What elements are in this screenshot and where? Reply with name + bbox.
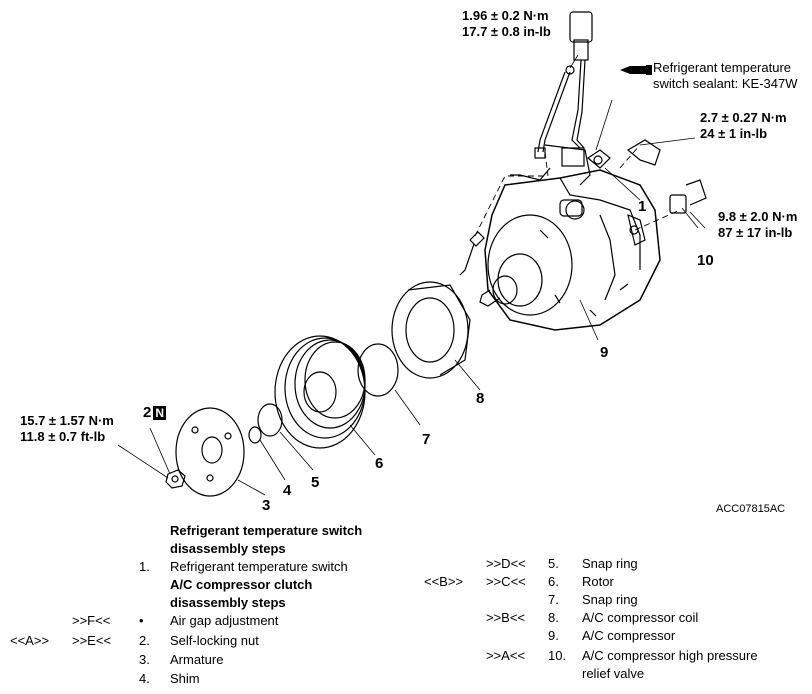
step-3-text: Armature bbox=[170, 652, 224, 667]
torque-label-1: 1.96 ± 0.2 N·m 17.7 ± 0.8 in-lb bbox=[462, 8, 551, 40]
ref-mark-D: >>D<< bbox=[486, 556, 526, 571]
torque-value: 1.96 ± 0.2 N·m bbox=[462, 8, 549, 23]
step-1-number: 1. bbox=[139, 559, 150, 574]
step-2-text: Self-locking nut bbox=[170, 633, 259, 648]
heading-clutch-line1: A/C compressor clutch bbox=[170, 577, 313, 592]
switch-clip bbox=[626, 139, 661, 166]
armature bbox=[175, 407, 245, 497]
torque-label-3: 9.8 ± 2.0 N·m 87 ± 17 in-lb bbox=[718, 209, 797, 241]
ref-mark-A-removal: <<A>> bbox=[10, 633, 50, 648]
torque-value: 24 ± 1 in-lb bbox=[700, 126, 768, 141]
ref-mark-B-removal: <<B>> bbox=[424, 574, 464, 589]
callout-7: 7 bbox=[422, 431, 431, 448]
heading-switch-line1: Refrigerant temperature switch bbox=[170, 523, 363, 538]
bullet: • bbox=[139, 613, 144, 628]
snap-ring-7 bbox=[357, 343, 399, 397]
sealant-line: Refrigerant temperature bbox=[653, 60, 792, 75]
compressor-body bbox=[479, 169, 661, 331]
callout-10: 10 bbox=[697, 252, 714, 269]
relief-valve bbox=[669, 194, 687, 214]
torque-value: 2.7 ± 0.27 N·m bbox=[700, 110, 787, 125]
step-3-number: 3. bbox=[139, 652, 150, 667]
step-10-text-line1: A/C compressor high pressure bbox=[582, 648, 758, 663]
callout-2-number: 2 bbox=[143, 404, 152, 421]
step-10-text-line2: relief valve bbox=[582, 666, 645, 681]
step-5-text: Snap ring bbox=[582, 556, 638, 571]
compressor-coil bbox=[391, 281, 471, 379]
torque-label-4: 15.7 ± 1.57 N·m 11.8 ± 0.7 ft-lb bbox=[20, 413, 114, 445]
ref-mark-F: >>F<< bbox=[72, 613, 111, 628]
step-8-number: 8. bbox=[548, 610, 559, 625]
step-6-number: 6. bbox=[548, 574, 559, 589]
step-air-gap-text: Air gap adjustment bbox=[170, 613, 279, 628]
step-1-text: Refrigerant temperature switch bbox=[170, 559, 348, 574]
step-4-text: Shim bbox=[170, 671, 200, 686]
callout-4: 4 bbox=[283, 482, 292, 499]
shim bbox=[248, 426, 262, 444]
torque-value: 15.7 ± 1.57 N·m bbox=[20, 413, 114, 428]
heading-switch-line2: disassembly steps bbox=[170, 541, 286, 556]
sealant-line: switch sealant: KE-347W bbox=[653, 76, 798, 91]
step-5-number: 5. bbox=[548, 556, 559, 571]
sealant-label: Refrigerant temperature switch sealant: … bbox=[653, 60, 798, 92]
torque-label-2: 2.7 ± 0.27 N·m 24 ± 1 in-lb bbox=[700, 110, 787, 142]
rotor-pulley bbox=[274, 335, 366, 449]
torque-value: 11.8 ± 0.7 ft-lb bbox=[20, 429, 106, 444]
step-2-number: 2. bbox=[139, 633, 150, 648]
step-10-number: 10. bbox=[548, 648, 567, 663]
callout-5: 5 bbox=[311, 474, 320, 491]
ref-mark-B: >>B<< bbox=[486, 610, 526, 625]
sealant-tube-icon bbox=[620, 65, 652, 75]
step-7-text: Snap ring bbox=[582, 592, 638, 607]
callout-leaders bbox=[117, 54, 706, 496]
figure-code: ACC07815AC bbox=[716, 503, 786, 515]
torque-value: 9.8 ± 2.0 N·m bbox=[718, 209, 798, 224]
new-part-icon: N bbox=[153, 406, 167, 420]
callout-1: 1 bbox=[638, 198, 647, 215]
heading-clutch-line2: disassembly steps bbox=[170, 595, 286, 610]
ref-mark-C: >>C<< bbox=[486, 574, 526, 589]
step-9-text: A/C compressor bbox=[582, 628, 676, 643]
callout-9: 9 bbox=[600, 344, 609, 361]
callout-3: 3 bbox=[262, 497, 271, 514]
step-7-number: 7. bbox=[548, 592, 559, 607]
step-8-text: A/C compressor coil bbox=[582, 610, 699, 625]
step-6-text: Rotor bbox=[582, 574, 614, 589]
step-4-number: 4. bbox=[139, 671, 150, 686]
torque-value: 17.7 ± 0.8 in-lb bbox=[462, 24, 551, 39]
torque-value: 87 ± 17 in-lb bbox=[718, 225, 793, 240]
ref-mark-E: >>E<< bbox=[72, 633, 112, 648]
step-9-number: 9. bbox=[548, 628, 559, 643]
callout-6: 6 bbox=[375, 455, 384, 472]
ref-mark-A: >>A<< bbox=[486, 648, 526, 663]
callout-8: 8 bbox=[476, 390, 485, 407]
snap-ring-5 bbox=[257, 403, 283, 437]
self-locking-nut bbox=[165, 469, 186, 489]
